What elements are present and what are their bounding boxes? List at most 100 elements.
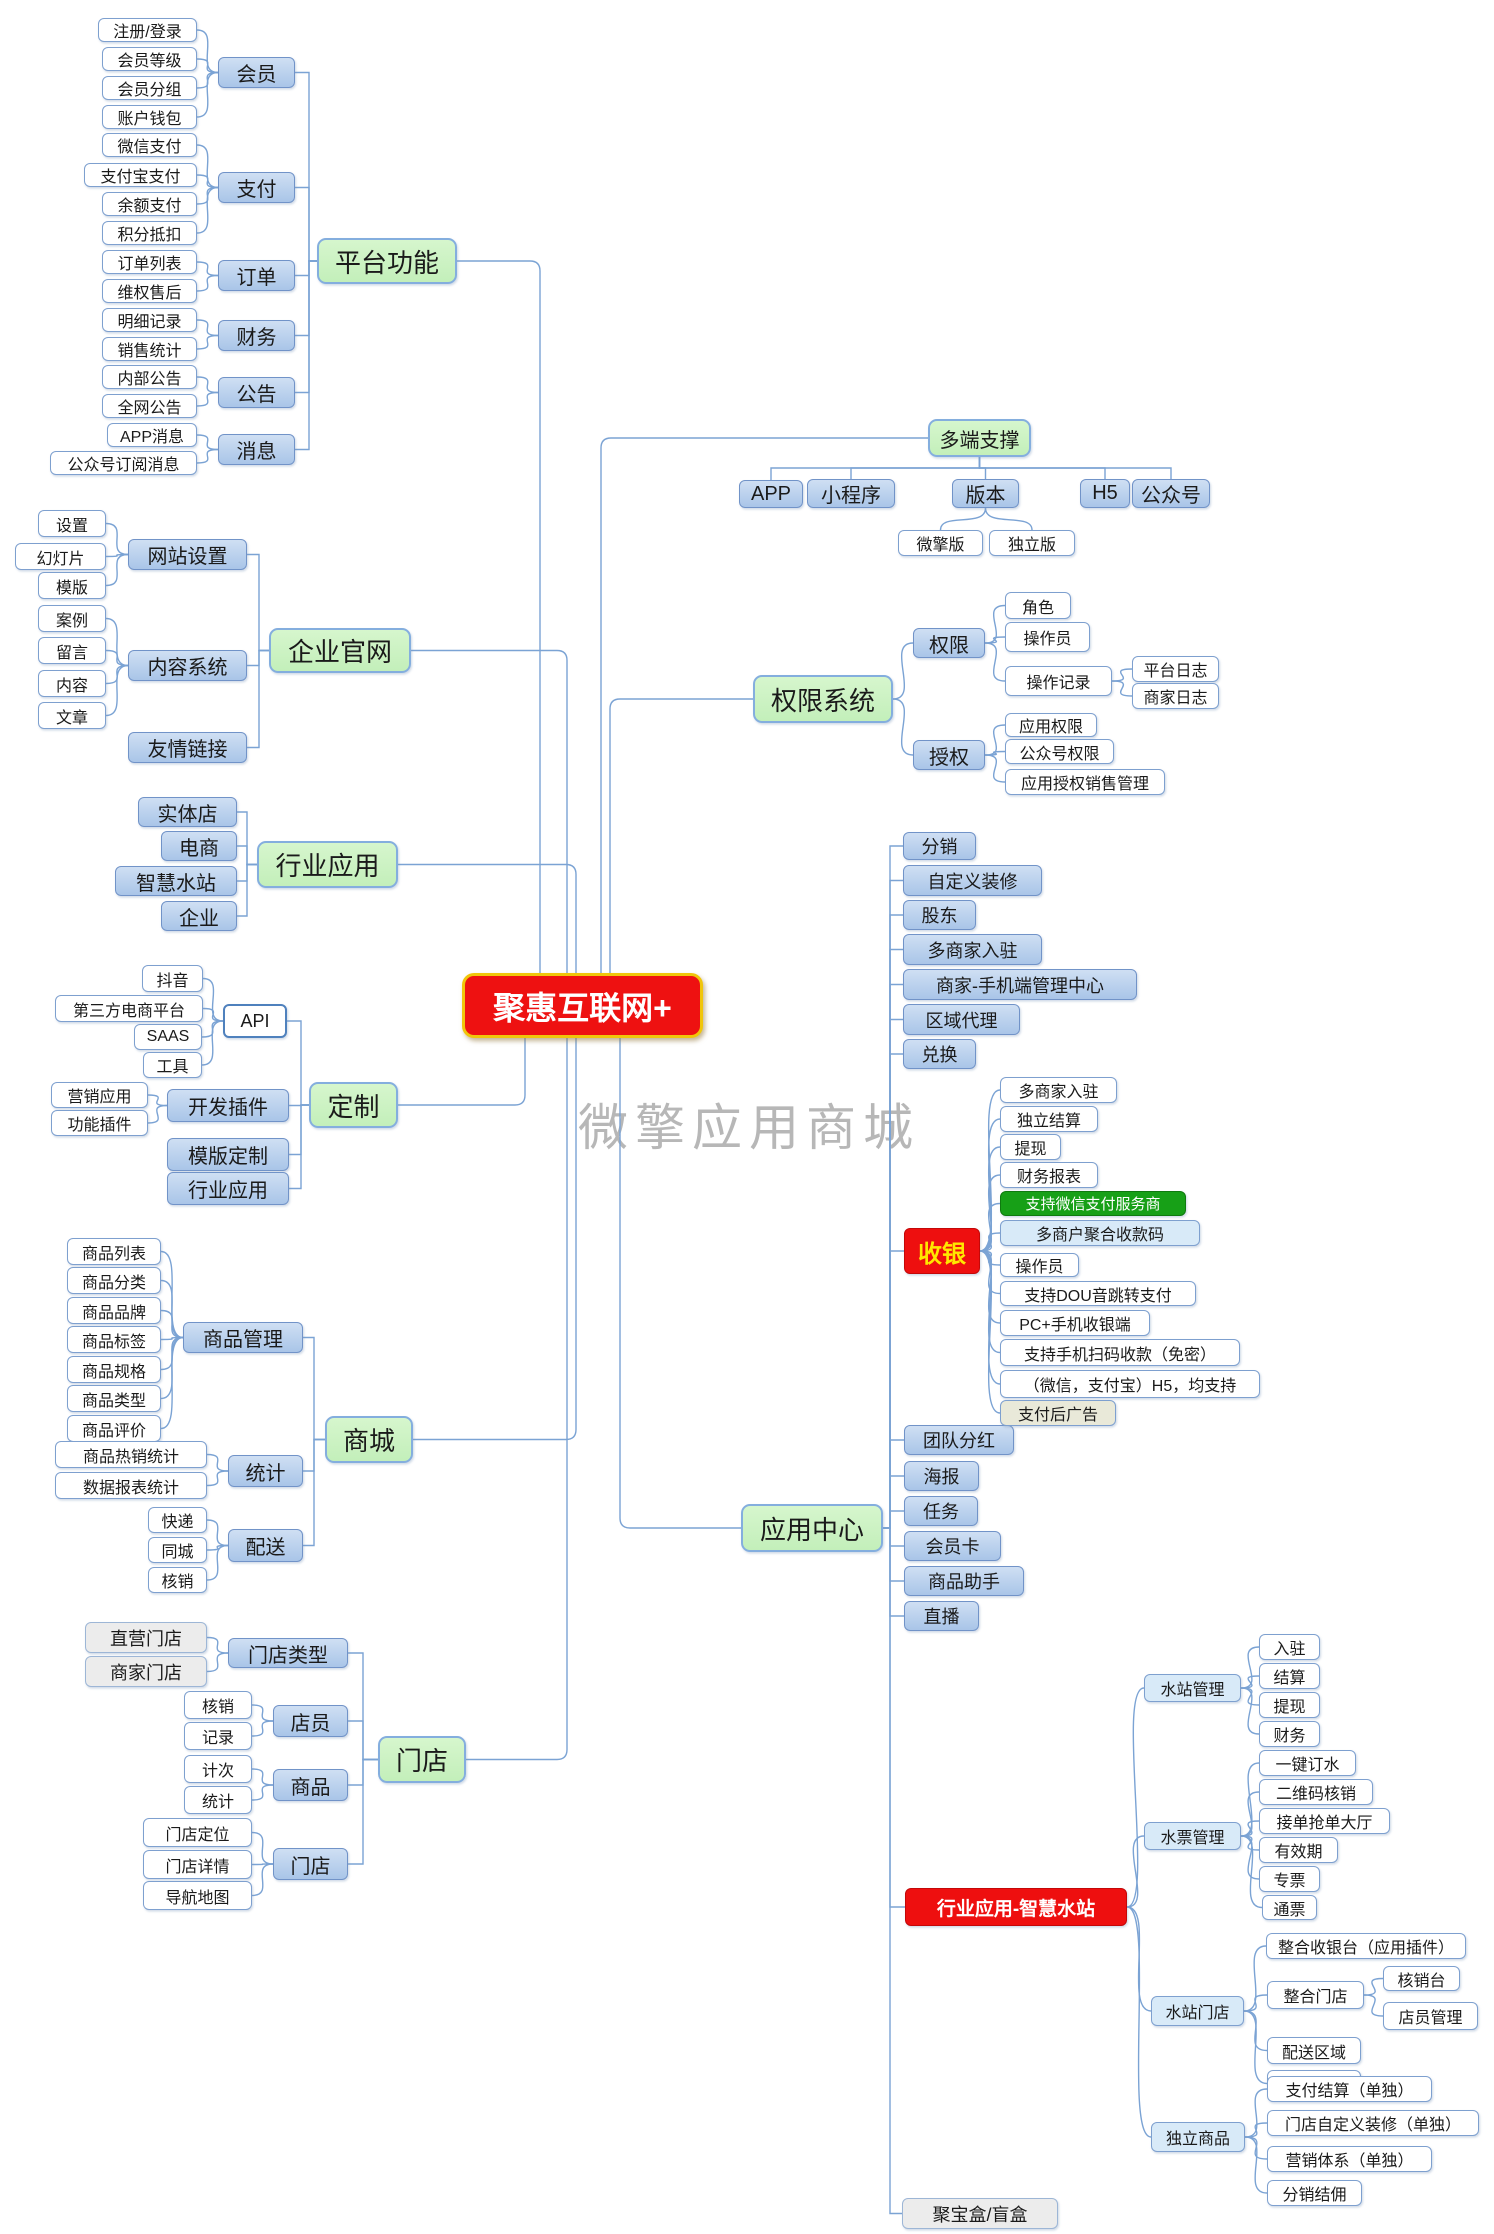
topic-member[interactable]: 会员 xyxy=(218,57,295,88)
topic-goods-list[interactable]: 商品列表 xyxy=(67,1238,161,1265)
topic-goods-stats[interactable]: 统计 xyxy=(184,1786,252,1814)
topic-distribution-commission[interactable]: 分销结佣 xyxy=(1267,2180,1362,2206)
topic-h5-pay[interactable]: （微信，支付宝）H5，均支持 xyxy=(1000,1370,1260,1398)
topic-authorization[interactable]: 授权 xyxy=(913,740,985,770)
topic-validity[interactable]: 有效期 xyxy=(1259,1837,1338,1863)
topic-network-announce[interactable]: 全网公告 xyxy=(102,394,197,418)
topic-marketing-apps[interactable]: 营销应用 xyxy=(51,1082,148,1108)
root-topic[interactable]: 聚惠互联网+ xyxy=(462,973,703,1038)
topic-mp-subscribe[interactable]: 公众号订阅消息 xyxy=(50,451,197,475)
topic-rights-aftersale[interactable]: 维权售后 xyxy=(102,279,197,303)
topic-official-account[interactable]: 公众号 xyxy=(1132,479,1210,508)
topic-app-permission[interactable]: 应用权限 xyxy=(1005,713,1097,737)
topic-independent-settlement[interactable]: 独立结算 xyxy=(1000,1106,1098,1132)
topic-store-location[interactable]: 门店定位 xyxy=(143,1818,252,1847)
topic-integrated-store[interactable]: 整合门店 xyxy=(1267,1981,1364,2009)
topic-general-ticket[interactable]: 通票 xyxy=(1262,1895,1317,1920)
topic-message[interactable]: 消息 xyxy=(218,434,295,465)
topic-cases[interactable]: 案例 xyxy=(38,605,106,632)
topic-station-finance[interactable]: 财务 xyxy=(1259,1721,1320,1747)
topic-qr-verification[interactable]: 二维码核销 xyxy=(1259,1779,1373,1805)
topic-order[interactable]: 订单 xyxy=(218,260,295,291)
topic-station-withdraw[interactable]: 提现 xyxy=(1259,1692,1320,1718)
topic-count-times[interactable]: 计次 xyxy=(184,1755,252,1783)
topic-dev-plugins[interactable]: 开发插件 xyxy=(167,1089,289,1122)
topic-platform-features[interactable]: 平台功能 xyxy=(317,238,457,284)
topic-app-message[interactable]: APP消息 xyxy=(107,423,197,447)
topic-ticket-management[interactable]: 水票管理 xyxy=(1144,1822,1241,1850)
topic-tools[interactable]: 工具 xyxy=(143,1052,202,1078)
topic-detail-records[interactable]: 明细记录 xyxy=(102,308,197,332)
topic-permission-system[interactable]: 权限系统 xyxy=(753,675,893,723)
topic-platform-logs[interactable]: 平台日志 xyxy=(1132,656,1219,682)
topic-app-center[interactable]: 应用中心 xyxy=(741,1504,883,1552)
topic-live[interactable]: 直播 xyxy=(904,1601,979,1631)
topic-multi-terminal[interactable]: 多端支撑 xyxy=(928,419,1031,457)
topic-permission[interactable]: 权限 xyxy=(913,628,985,658)
topic-douyin[interactable]: 抖音 xyxy=(142,965,203,992)
topic-third-party-ec[interactable]: 第三方电商平台 xyxy=(55,995,203,1022)
topic-wechat-pay[interactable]: 微信支付 xyxy=(102,133,197,157)
topic-stats[interactable]: 统计 xyxy=(228,1455,303,1487)
topic-version[interactable]: 版本 xyxy=(952,479,1019,508)
topic-poster[interactable]: 海报 xyxy=(904,1461,979,1491)
topic-smart-water[interactable]: 行业应用-智慧水站 xyxy=(905,1888,1127,1926)
topic-sales-stats[interactable]: 销售统计 xyxy=(102,337,197,361)
topic-team-dividend[interactable]: 团队分红 xyxy=(904,1425,1014,1455)
topic-merchant-mobile-admin[interactable]: 商家-手机端管理中心 xyxy=(903,969,1137,1000)
topic-goods-review[interactable]: 商品评价 xyxy=(67,1415,161,1442)
topic-pc-mobile-cashier[interactable]: PC+手机收银端 xyxy=(1000,1310,1150,1336)
topic-mini-program[interactable]: 小程序 xyxy=(807,479,895,508)
topic-internal-announce[interactable]: 内部公告 xyxy=(102,365,197,389)
topic-store-type[interactable]: 门店类型 xyxy=(228,1638,348,1668)
topic-corporate-website[interactable]: 企业官网 xyxy=(269,628,411,673)
topic-data-report-stats[interactable]: 数据报表统计 xyxy=(55,1472,207,1499)
topic-region-agent[interactable]: 区域代理 xyxy=(903,1004,1020,1035)
topic-operator[interactable]: 操作员 xyxy=(1005,622,1090,652)
topic-goods-assistant[interactable]: 商品助手 xyxy=(904,1566,1024,1596)
topic-member-group[interactable]: 会员分组 xyxy=(102,76,197,100)
topic-balance-pay[interactable]: 余额支付 xyxy=(102,192,197,216)
topic-points-deduction[interactable]: 积分抵扣 xyxy=(102,221,197,245)
topic-scan-pay[interactable]: 支持手机扫码收款（免密） xyxy=(1000,1339,1240,1366)
topic-settings[interactable]: 设置 xyxy=(38,510,106,537)
topic-pay-settlement-standalone[interactable]: 支付结算（单独） xyxy=(1267,2076,1432,2102)
topic-verify-desk[interactable]: 核销台 xyxy=(1383,1966,1460,1991)
topic-express[interactable]: 快递 xyxy=(148,1507,207,1533)
topic-delivery[interactable]: 配送 xyxy=(228,1529,303,1562)
topic-wechat-pay-provider[interactable]: 支持微信支付服务商 xyxy=(1000,1191,1186,1216)
topic-goods-management[interactable]: 商品管理 xyxy=(183,1322,303,1353)
topic-exchange[interactable]: 兑换 xyxy=(903,1039,976,1069)
topic-articles[interactable]: 文章 xyxy=(38,702,106,729)
topic-standalone-version[interactable]: 独立版 xyxy=(989,530,1075,556)
topic-shareholder[interactable]: 股东 xyxy=(903,900,976,930)
topic-integrated-cashier[interactable]: 整合收银台（应用插件） xyxy=(1266,1933,1466,1959)
topic-station-management[interactable]: 水站管理 xyxy=(1144,1674,1241,1702)
topic-distribution[interactable]: 分销 xyxy=(903,832,976,860)
topic-order-list[interactable]: 订单列表 xyxy=(102,250,197,274)
topic-station-store[interactable]: 水站门店 xyxy=(1151,1996,1244,2026)
topic-store-detail[interactable]: 门店详情 xyxy=(143,1850,252,1879)
topic-merchant-logs[interactable]: 商家日志 xyxy=(1132,683,1219,709)
topic-comments[interactable]: 留言 xyxy=(38,637,106,664)
topic-finance-report[interactable]: 财务报表 xyxy=(1000,1162,1098,1188)
topic-station-settlement[interactable]: 结算 xyxy=(1259,1663,1320,1689)
topic-independent-goods[interactable]: 独立商品 xyxy=(1151,2122,1245,2152)
topic-goods-category[interactable]: 商品分类 xyxy=(67,1267,161,1294)
topic-template-custom[interactable]: 模版定制 xyxy=(167,1138,289,1171)
topic-alipay-pay[interactable]: 支付宝支付 xyxy=(84,163,197,187)
topic-payment[interactable]: 支付 xyxy=(218,172,295,203)
topic-friend-links[interactable]: 友情链接 xyxy=(128,732,247,763)
topic-same-city[interactable]: 同城 xyxy=(148,1537,207,1563)
topic-merchant-store[interactable]: 商家门店 xyxy=(85,1656,207,1687)
topic-one-key-order[interactable]: 一键订水 xyxy=(1259,1750,1356,1776)
topic-marketing-standalone[interactable]: 营销体系（单独） xyxy=(1267,2146,1432,2172)
topic-content[interactable]: 内容 xyxy=(38,670,106,697)
topic-register-login[interactable]: 注册/登录 xyxy=(98,18,197,42)
topic-content-system[interactable]: 内容系统 xyxy=(128,650,247,681)
topic-treasure-box[interactable]: 聚宝盒/盲盒 xyxy=(902,2198,1058,2229)
topic-enterprise[interactable]: 企业 xyxy=(161,901,237,931)
topic-dou-pay[interactable]: 支持DOU音跳转支付 xyxy=(1000,1281,1196,1306)
topic-verification[interactable]: 核销 xyxy=(148,1567,207,1593)
topic-custom-decoration[interactable]: 自定义装修 xyxy=(903,865,1042,896)
